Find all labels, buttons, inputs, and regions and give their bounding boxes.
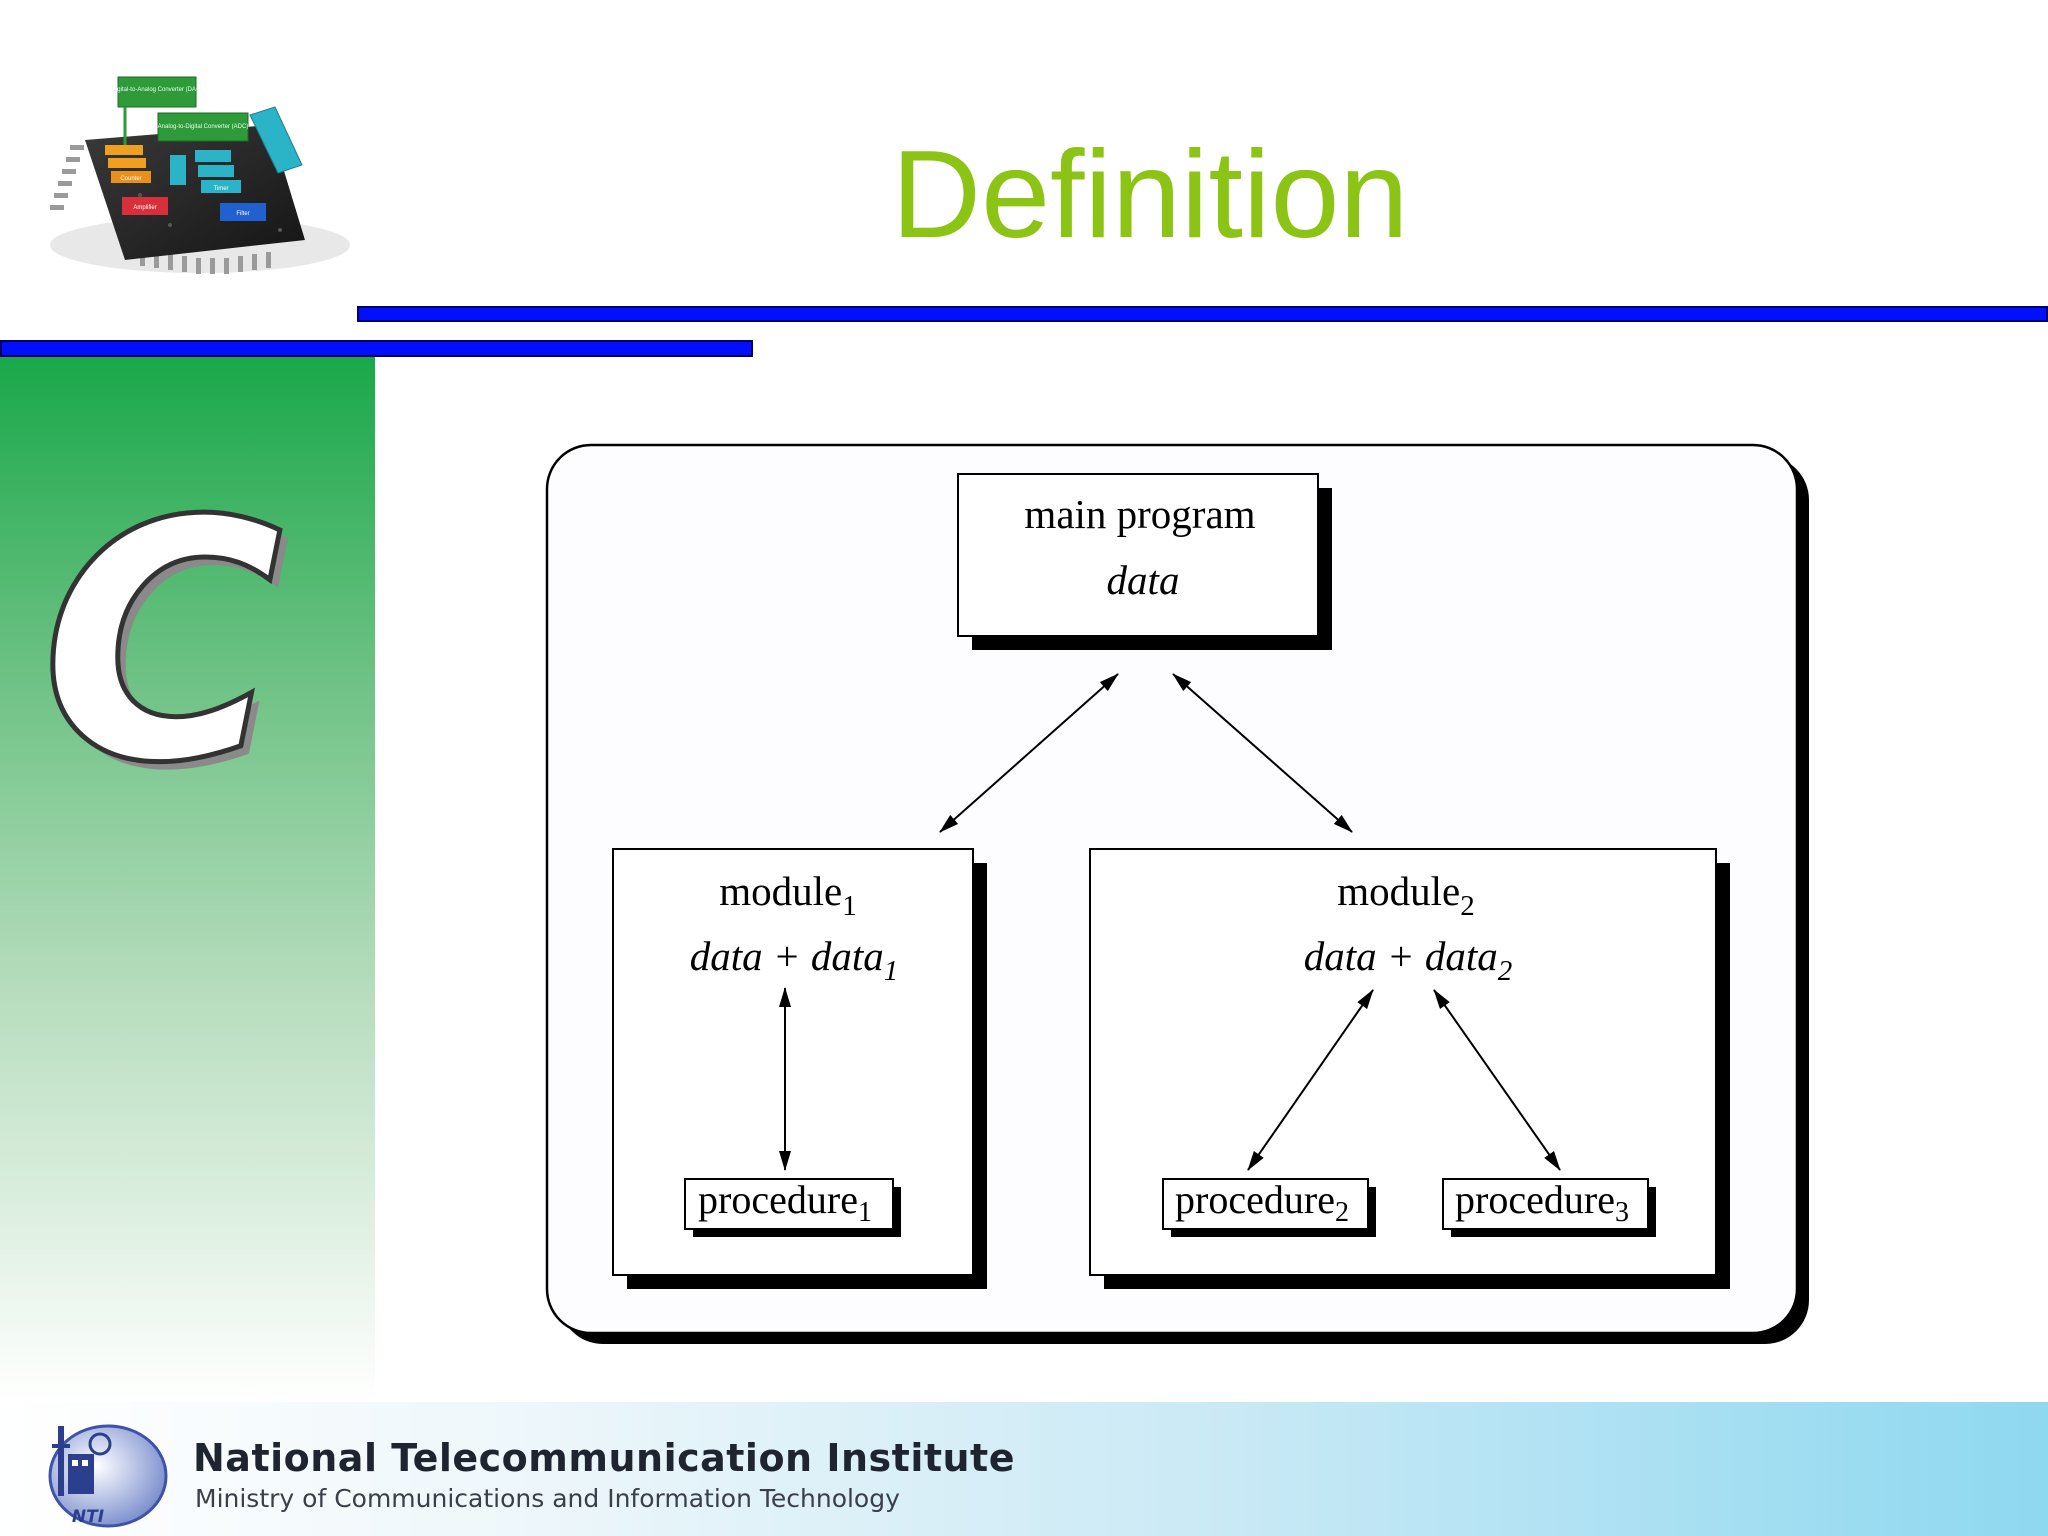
chip-counter-label: Counter [120,176,141,182]
chip-amplifier-label: Amplifier [133,205,156,211]
side-panel: C C [0,357,375,1402]
procedure2-box [1162,1178,1369,1230]
procedure1-label: procedure1 [698,1177,872,1228]
title-underline-bar [357,306,2048,322]
program-structure-diagram: main program data module1 data + data1 m… [545,443,1809,1344]
main-program-box [957,473,1319,637]
chip-adc-label: Analog-to-Digital Converter (ADC) [158,124,249,130]
chip-dac-label: Digital-to-Analog Converter (DAC) [112,87,203,93]
nti-logo-icon: NTI [48,1424,168,1528]
module1-data: data + data1 [690,933,898,987]
c-language-logo: C C [38,449,291,844]
c-letter-shadow: C [49,459,291,843]
arrow-main-module2 [1172,673,1353,833]
module2-label: module2 [1337,868,1474,922]
microcontroller-chip-icon: Digital-to-Analog Converter (DAC) Analog… [50,76,350,274]
procedure2-label: procedure2 [1175,1177,1349,1228]
chip-timer-label: Timer [213,186,228,192]
arrow-module2-procedure3 [1433,989,1561,1171]
module1-label: module1 [719,868,856,922]
chip-filter-label: Filter [236,211,249,217]
arrow-main-module1 [939,673,1119,833]
module2-data: data + data2 [1304,933,1512,987]
procedure3-label: procedure3 [1455,1177,1629,1228]
main-program-label: main program [1024,491,1255,537]
org-subtitle: Ministry of Communications and Informati… [195,1484,900,1513]
arrow-module2-procedure2 [1247,989,1374,1171]
nti-logo-text: NTI [72,1507,104,1527]
main-program-data: data [1107,557,1180,603]
footer: NTI National Telecommunication Institute… [0,1402,2048,1536]
slide-title: Definition [891,126,1409,264]
procedure3-box [1442,1178,1649,1230]
org-name: National Telecommunication Institute [193,1436,1015,1480]
c-letter: C [41,451,283,835]
left-accent-bar [0,340,753,357]
procedure1-box [684,1178,894,1230]
